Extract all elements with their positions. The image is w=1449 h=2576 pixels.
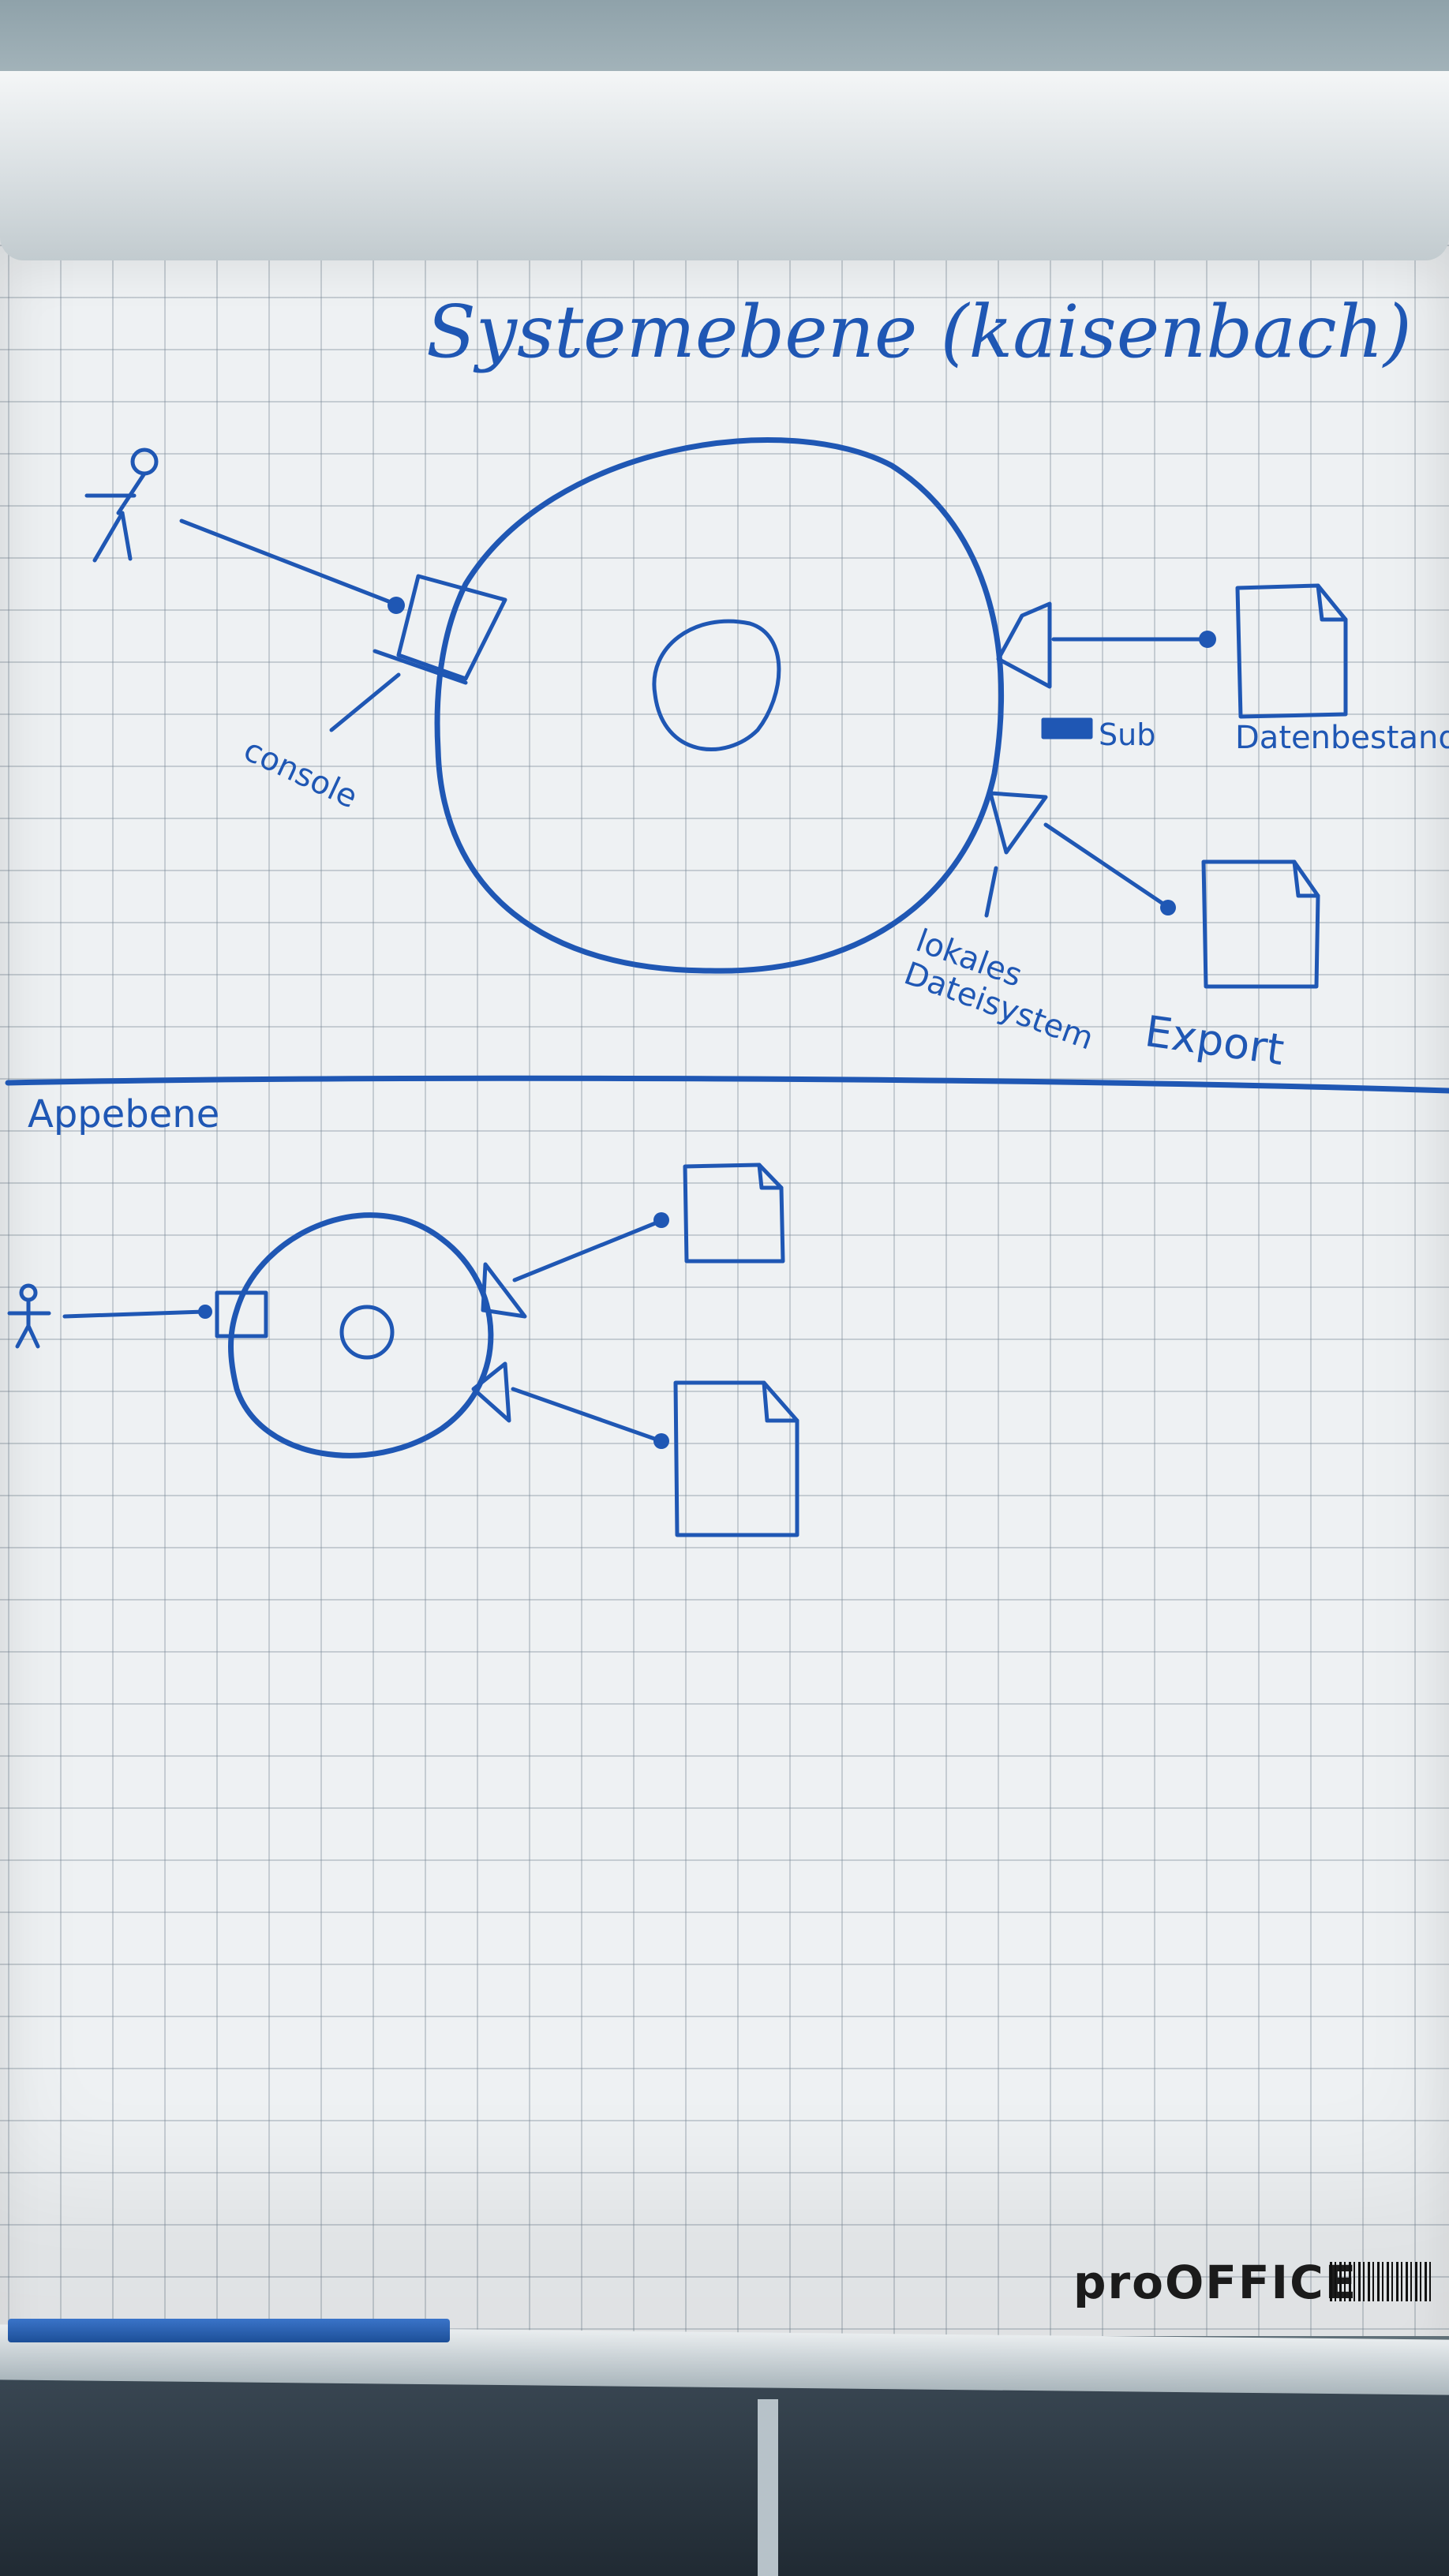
inner-circle xyxy=(652,619,781,751)
diagram-title: Systemebene (kaisenbach) xyxy=(426,290,1412,374)
datenbestand-label: Datenbestand xyxy=(1235,720,1449,756)
blue-marker xyxy=(8,2319,450,2342)
stick-figure-icon xyxy=(84,447,159,563)
sub-label: Sub xyxy=(1099,717,1156,752)
app-circle xyxy=(228,1212,494,1458)
flipchart-sheet xyxy=(0,237,1449,2336)
interface-triangle-icon xyxy=(481,1262,527,1319)
connector-dot xyxy=(1160,900,1176,915)
document-icon xyxy=(683,1163,785,1264)
document-icon xyxy=(1235,583,1348,719)
barcode-icon xyxy=(1330,2262,1432,2301)
app-inner-circle xyxy=(339,1305,395,1360)
separator-line xyxy=(5,1075,1449,1094)
document-icon xyxy=(673,1380,799,1537)
app-actor-connector xyxy=(62,1309,206,1319)
sub-scribble xyxy=(1041,717,1093,739)
actor-connector xyxy=(179,519,397,606)
app-doc-connector-1 xyxy=(512,1219,661,1282)
app-doc-connector-2 xyxy=(511,1387,661,1443)
document-icon xyxy=(1201,859,1320,989)
interface-triangle-icon xyxy=(996,601,1052,689)
connector-dot xyxy=(653,1212,669,1228)
stick-figure-icon xyxy=(7,1283,51,1349)
brand-logo: proOFFICE xyxy=(1073,2256,1358,2309)
port-icon xyxy=(329,574,507,732)
connector-dot xyxy=(653,1433,669,1449)
interface-triangle-icon xyxy=(471,1361,511,1423)
export-connector xyxy=(1043,822,1169,908)
connector-dot xyxy=(388,597,405,614)
connector-dot xyxy=(1199,631,1216,648)
appebene-label: Appebene xyxy=(28,1092,220,1136)
connector-dot xyxy=(198,1305,212,1319)
flipchart-stand-leg xyxy=(758,2399,778,2576)
system-circle xyxy=(434,437,1005,974)
interface-triangle-icon xyxy=(984,791,1048,918)
paper-roll xyxy=(0,71,1449,260)
